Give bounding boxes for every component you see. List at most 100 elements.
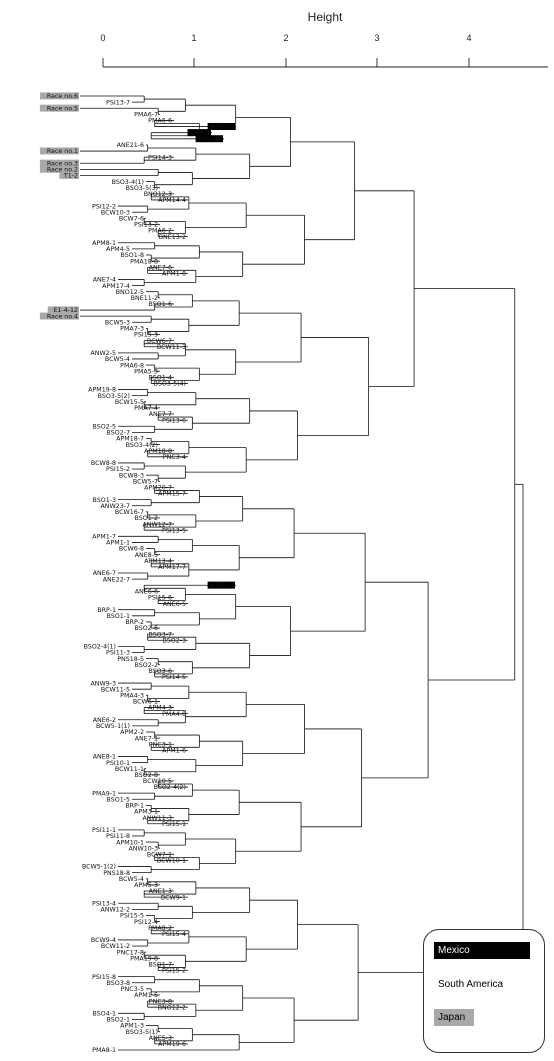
leaf-label: PSI10-1 [106,760,130,767]
leaf-label: PMA7-4 [134,405,158,412]
leaf-label: BSO3-5(3) [126,185,158,192]
origin-highlight [39,312,79,320]
leaf-label: BSO3-5(2) [98,393,130,400]
leaf-label: BNE13-2 [159,234,186,241]
origin-highlight [207,581,235,589]
leaf-label: BCW11-1 [115,766,144,773]
leaf-label: PSI13-5 [162,527,186,534]
leaf-label: BCW5-1(2) [82,864,116,871]
leaf-label: PMA9-1 [92,790,116,797]
leaf-label: BCW7-1 [147,852,172,859]
leaf-label: BSO1-1 [107,613,130,620]
tick-label-3: 3 [374,33,380,43]
leaf-label: APM18-7 [116,436,144,443]
leaf-label: PSI13-6 [162,417,186,424]
leaf-label: MRP-13 [210,124,234,131]
leaf-label: BRP-1 [125,803,144,810]
leaf-label: BSO3-7 [149,631,172,638]
leaf-label: BSO2-7 [107,430,130,437]
origin-legend: Mexico South America Japan [423,929,545,1053]
leaf-label: Race no.5 [47,105,78,112]
origin-highlight [187,129,211,137]
leaf-label: APM14-4 [158,197,186,204]
origin-highlight [39,159,79,167]
leaf-label: BSO2-4(1) [84,644,116,651]
leaf-label: BCW6-1 [133,699,158,706]
leaf-label: BNE11-2 [131,295,158,302]
leaf-label: BSO1-8 [121,252,144,259]
leaf-label: APM1-3 [120,1023,144,1030]
leaf-label: PNC17-8 [117,949,144,956]
tick-label-0: 0 [100,33,106,43]
leaf-label: ANW10-3 [128,845,158,852]
leaf-label: PNC3-8 [149,998,172,1005]
leaf-label: PMA7-3 [120,326,144,333]
leaf-label: PSI12-4 [134,919,158,926]
leaf-label: PMA6-8 [120,362,144,369]
leaf-label: MRP-16 [210,582,234,589]
leaf-label: BCW10-3 [101,209,130,216]
leaf-label: BSO2-8 [135,772,158,779]
leaf-label: ANE6-6 [135,589,158,596]
leaf-label: BSO3-5(4) [154,381,186,388]
leaf-label: BCW5-4 [119,876,144,883]
leaf-label: ANE5-3 [149,1035,172,1042]
tick-label-1: 1 [191,33,197,43]
leaf-label: BCW7-6 [119,216,144,223]
origin-highlight [59,171,79,179]
tick-label-4: 4 [466,33,472,43]
leaf-label: APM17-7 [158,564,186,571]
leaf-label: PMA6-2 [148,228,172,235]
leaf-label: BCW5-4 [105,356,130,363]
leaf-label: ANE7-1 [135,735,158,742]
leaf-label: APM19-6 [158,1041,186,1048]
leaf-label: PSI15-2 [162,968,186,975]
leaf-label: BCW11-5 [101,686,130,693]
leaf-label: BSO1-3 [93,497,116,504]
leaf-label: APM1-8 [162,271,186,278]
leaf-label: APM19-8 [88,387,116,394]
leaf-label: BCW6-7 [147,338,172,345]
leaf-label: BNO12-2 [158,1004,186,1011]
leaf-label: ANE6-2 [93,717,116,724]
leaf-label: Race no.2 [47,167,78,174]
leaf-label: APM4-5 [106,246,130,253]
leaf-label: APM3-1 [134,809,158,816]
leaf-label: PSI11-3 [106,650,130,657]
legend-japan: Japan [434,1009,474,1026]
leaf-label: BCW10-1 [157,858,186,865]
leaf-label: BSO2-2 [135,662,158,669]
leaf-label: PSI15-8 [92,974,116,981]
leaf-label: BCW5-3 [105,319,130,326]
legend-mexico: Mexico [434,942,530,959]
leaf-label: PSI15-5 [120,913,144,920]
leaf-label: PMA5-3 [134,368,158,375]
leaf-label: PSI11-8 [106,833,130,840]
leaf-label: BRP-2 [125,619,144,626]
leaf-label: PSI13-2 [134,222,158,229]
origin-highlight [195,135,223,143]
leaf-label: BCW9-4 [91,937,116,944]
leaf-label: BCW5-7 [133,478,158,485]
leaf-label: Race no.1 [47,148,78,155]
axis-title: Height [307,10,343,24]
leaf-label: BRP-1 [97,607,116,614]
leaf-label: PSI15-4 [162,931,186,938]
leaf-label: PNC3-4 [163,454,186,461]
leaf-label: APM20-7 [144,485,172,492]
leaf-label: ANW12-7 [142,521,172,528]
leaf-label: BSO2-1 [107,1017,130,1024]
leaf-label: PSI12-2 [92,203,116,210]
leaf-label: APM1-6 [162,748,186,755]
leaf-label: BSO3-4(2) [126,442,158,449]
leaf-label: PNC3-5 [121,986,144,993]
leaf-label: PMA18-8 [130,258,158,265]
leaf-label: ANW12-2 [100,907,130,914]
leaf-label: APM17-4 [102,283,130,290]
leaf-label: PMA6-7 [134,112,158,119]
leaf-label: MRP-4 [190,130,210,137]
leaf-label: ANE7-7 [149,411,172,418]
leaf-label: ANE6-7 [93,570,116,577]
leaf-label: PSI15-3 [134,332,158,339]
